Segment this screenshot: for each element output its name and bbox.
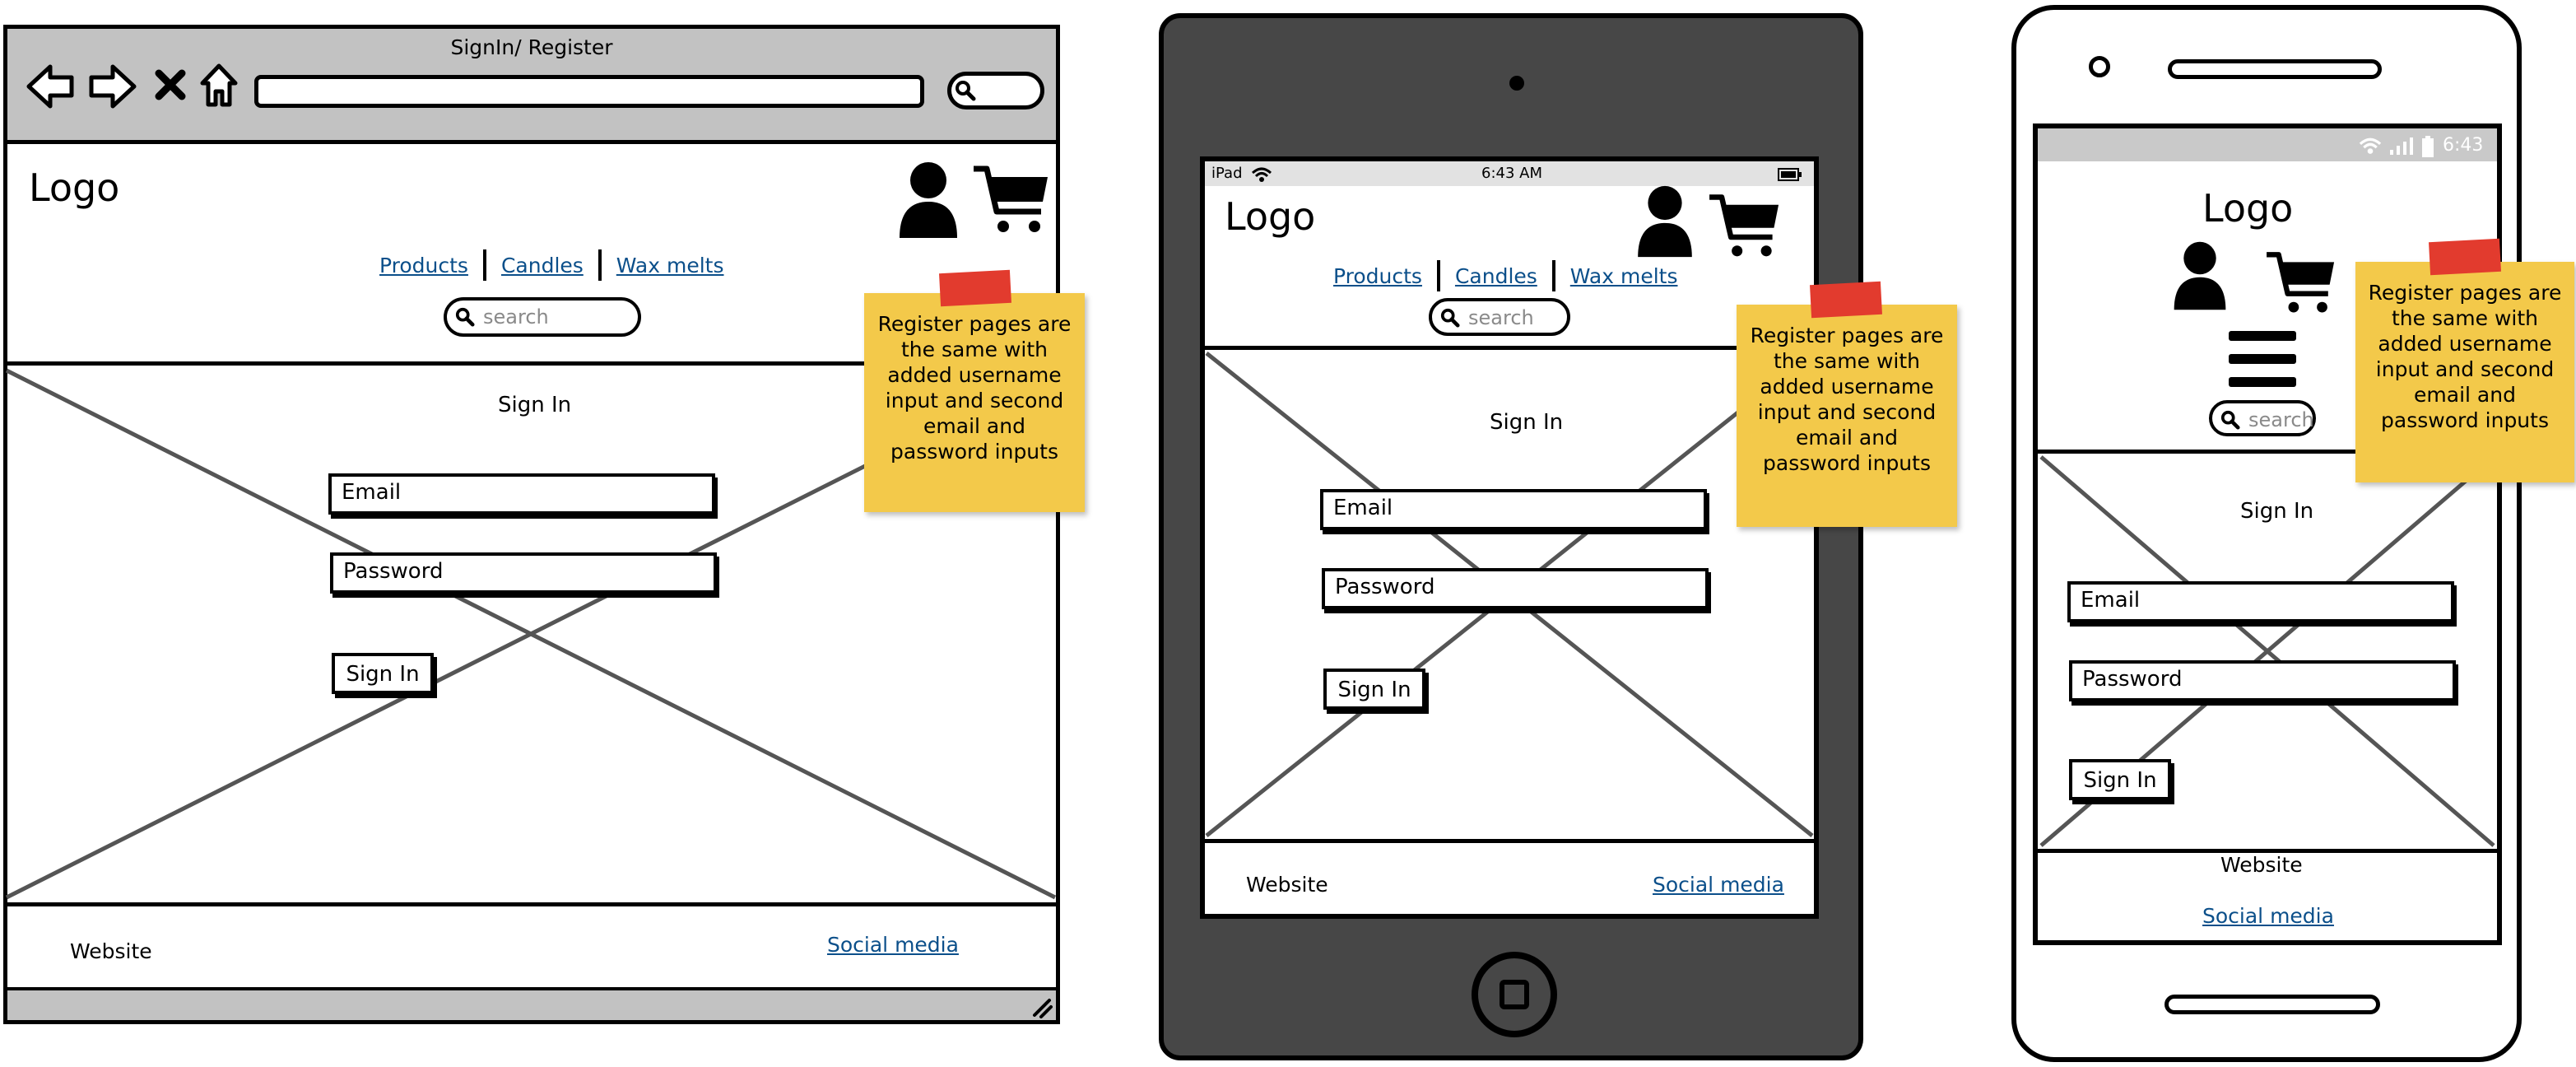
search-icon — [1440, 308, 1460, 328]
nav-link-wax-melts[interactable]: Wax melts — [1569, 263, 1678, 288]
email-label: Email — [342, 480, 402, 505]
user-icon[interactable] — [898, 161, 959, 240]
sticky-note-text: Register pages are the same with added u… — [877, 312, 1072, 464]
search-input[interactable]: search — [444, 297, 641, 337]
password-label: Password — [343, 559, 444, 584]
footer-website: Website — [70, 939, 152, 963]
nav-link-products[interactable]: Products — [1333, 263, 1422, 288]
nav-divider — [482, 249, 486, 281]
wifi-icon — [2359, 137, 2382, 154]
sign-in-button-label: Sign In — [1337, 678, 1411, 702]
nav-link-candles[interactable]: Candles — [1454, 263, 1537, 288]
sticky-note: Register pages are the same with added u… — [2355, 262, 2574, 482]
password-label: Password — [2082, 667, 2183, 692]
status-device: iPad — [1211, 165, 1243, 182]
phone-camera — [2089, 56, 2110, 77]
search-input[interactable]: search — [2209, 400, 2316, 436]
search-placeholder: search — [1468, 306, 1534, 329]
sticky-tape — [1810, 281, 1882, 319]
nav-divider — [598, 249, 602, 281]
sticky-note: Register pages are the same with added u… — [1737, 305, 1957, 527]
sign-in-button-label: Sign In — [346, 662, 420, 687]
resize-grip-icon[interactable] — [1031, 997, 1053, 1018]
cart-icon[interactable] — [1707, 191, 1783, 260]
email-field[interactable]: Email — [2067, 581, 2454, 622]
browser-chrome: SignIn/ Register — [7, 29, 1056, 144]
search-placeholder: search — [2248, 408, 2314, 431]
sign-in-button[interactable]: Sign In — [2069, 759, 2171, 800]
wifi-icon — [1251, 167, 1272, 182]
hamburger-menu-icon[interactable] — [2227, 329, 2298, 389]
status-bar — [7, 987, 1056, 1020]
form-title: Sign In — [498, 393, 572, 417]
email-label: Email — [2081, 588, 2141, 613]
sign-in-button[interactable]: Sign In — [332, 653, 434, 694]
sign-in-button[interactable]: Sign In — [1323, 669, 1425, 710]
password-field[interactable]: Password — [1322, 568, 1709, 609]
logo: Logo — [1225, 194, 1316, 239]
search-input[interactable]: search — [1429, 298, 1570, 336]
cart-icon[interactable] — [972, 162, 1051, 236]
home-button-square — [1500, 980, 1529, 1009]
logo: Logo — [29, 165, 120, 210]
password-field[interactable]: Password — [2069, 660, 2456, 701]
user-icon[interactable] — [2169, 240, 2230, 311]
email-field[interactable]: Email — [1320, 489, 1707, 530]
signal-icon — [2390, 137, 2413, 155]
sticky-note: Register pages are the same with added u… — [864, 293, 1085, 512]
phone-status-bar: 6:43 — [2038, 128, 2497, 161]
back-arrow-icon[interactable] — [26, 63, 77, 109]
nav-link-candles[interactable]: Candles — [500, 253, 584, 277]
form-title: Sign In — [1490, 410, 1564, 435]
footer-social-media-link[interactable]: Social media — [2202, 904, 2334, 928]
address-bar[interactable] — [254, 75, 924, 108]
forward-arrow-icon[interactable] — [86, 63, 137, 109]
tablet-camera — [1509, 76, 1524, 91]
status-time: 6:43 AM — [1481, 165, 1542, 182]
search-placeholder: search — [483, 305, 549, 328]
phone-speaker — [2168, 59, 2382, 79]
nav-divider — [1436, 260, 1440, 291]
close-x-icon[interactable] — [154, 68, 187, 101]
form-title: Sign In — [2240, 499, 2314, 524]
main-nav: Products Candles Wax melts — [379, 249, 724, 281]
logo: Logo — [2202, 186, 2294, 231]
nav-link-products[interactable]: Products — [379, 253, 468, 277]
phone-screen: 6:43 Logo search Sign In Email Password … — [2033, 123, 2502, 945]
phone-home-bar[interactable] — [2164, 995, 2380, 1014]
nav-divider — [1551, 260, 1555, 291]
desktop-browser-window: SignIn/ Register Logo Products Candle — [3, 25, 1060, 1024]
sticky-note-text: Register pages are the same with added u… — [1750, 324, 1944, 475]
sticky-note-text: Register pages are the same with added u… — [2368, 281, 2562, 432]
tablet-home-button[interactable] — [1472, 952, 1557, 1037]
browser-search-box[interactable] — [947, 72, 1044, 109]
tablet-status-bar: iPad 6:43 AM — [1205, 161, 1814, 186]
battery-icon — [1778, 168, 1802, 181]
cart-icon[interactable] — [2263, 249, 2339, 316]
sign-in-button-label: Sign In — [2083, 768, 2157, 793]
password-field[interactable]: Password — [330, 552, 717, 594]
search-icon — [956, 81, 976, 101]
email-field[interactable]: Email — [328, 473, 715, 515]
status-time: 6:43 — [2443, 135, 2484, 156]
footer-website: Website — [1246, 873, 1328, 897]
window-title: SignIn/ Register — [450, 35, 613, 59]
search-icon — [2220, 410, 2240, 430]
password-label: Password — [1335, 575, 1435, 599]
battery-icon — [2422, 136, 2434, 157]
sticky-tape — [2429, 238, 2501, 276]
sticky-tape — [939, 269, 1011, 307]
user-icon[interactable] — [1634, 184, 1695, 259]
tablet-screen: iPad 6:43 AM Logo Products Candles Wax m… — [1200, 156, 1819, 919]
email-label: Email — [1333, 496, 1393, 520]
search-icon — [455, 307, 475, 327]
home-icon[interactable] — [198, 62, 239, 108]
footer-social-media-link[interactable]: Social media — [827, 933, 959, 957]
footer-social-media-link[interactable]: Social media — [1653, 873, 1784, 897]
footer-website: Website — [2220, 853, 2303, 877]
nav-link-wax-melts[interactable]: Wax melts — [616, 253, 724, 277]
main-nav: Products Candles Wax melts — [1333, 260, 1678, 291]
